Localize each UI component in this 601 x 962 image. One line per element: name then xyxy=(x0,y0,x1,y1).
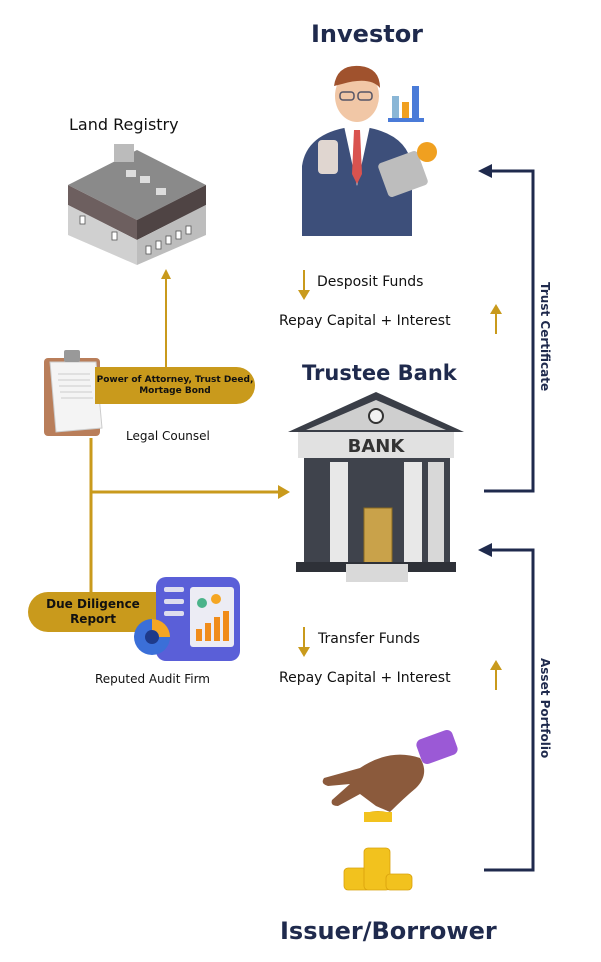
legal-documents-line2: Mortage Bond xyxy=(139,385,211,396)
bank-sign: BANK xyxy=(348,436,406,457)
issuer-title: Issuer/Borrower xyxy=(280,917,497,945)
deposit-funds-label: Desposit Funds xyxy=(317,274,424,290)
investor-title: Investor xyxy=(311,20,424,48)
due-diligence-pill: Due Diligence Report xyxy=(28,592,158,632)
land-registry-building xyxy=(68,144,206,265)
hand-coins-illustration xyxy=(322,729,458,891)
trust-certificate-bracket xyxy=(484,169,535,493)
investor-illustration xyxy=(302,65,437,236)
transfer-funds-label: Transfer Funds xyxy=(318,631,420,647)
trust-certificate-label: Trust Certificate xyxy=(538,282,552,392)
trustee-bank-title: Trustee Bank xyxy=(302,361,457,385)
due-diligence-line2: Report xyxy=(70,612,116,626)
land-registry-title: Land Registry xyxy=(69,115,179,134)
legal-counsel-label: Legal Counsel xyxy=(126,429,210,443)
to-bank-arrowhead xyxy=(278,485,290,499)
audit-dashboard-icon xyxy=(134,577,240,661)
audit-firm-label: Reputed Audit Firm xyxy=(95,672,210,686)
repay-capital-interest-label-2: Repay Capital + Interest xyxy=(279,670,451,686)
clipboard-icon xyxy=(44,350,103,436)
asset-portfolio-label: Asset Portfolio xyxy=(538,658,552,759)
repay-capital-interest-label: Repay Capital + Interest xyxy=(279,313,451,329)
asset-portfolio-bracket xyxy=(484,548,535,872)
due-diligence-line1: Due Diligence xyxy=(46,597,140,611)
to-land-registry-arrowhead xyxy=(161,269,171,279)
legal-documents-line1: Power of Attorney, Trust Deed, xyxy=(96,374,254,385)
bank-building: BANK xyxy=(288,392,464,582)
legal-documents-pill: Power of Attorney, Trust Deed, Mortage B… xyxy=(95,367,255,404)
